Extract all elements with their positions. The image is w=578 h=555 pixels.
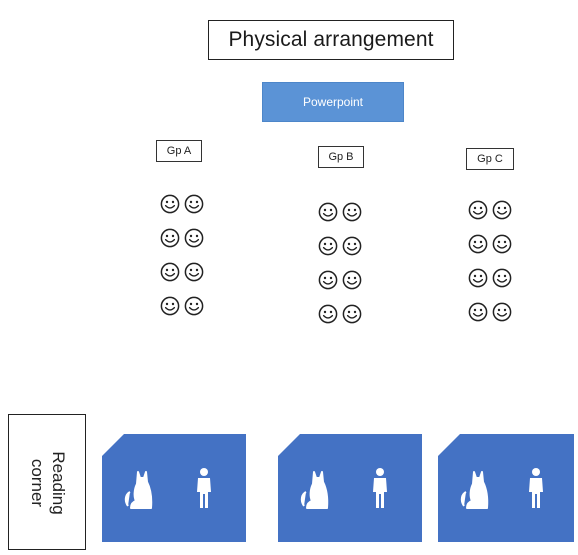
- person-icon: [197, 468, 211, 508]
- reading-corner-label-line1: Reading: [49, 451, 68, 515]
- cat-icon: [300, 471, 329, 509]
- smiley-face-icon: [160, 228, 180, 248]
- smiley-face-icon: [492, 268, 512, 288]
- smiley-face-icon: [342, 270, 362, 290]
- smiley-face-icon: [318, 202, 338, 222]
- table-b: [278, 434, 422, 542]
- smiley-face-icon: [342, 202, 362, 222]
- cat-icon: [460, 471, 489, 509]
- smiley-face-icon: [468, 268, 488, 288]
- table-a: [102, 434, 246, 542]
- powerpoint-screen: Powerpoint: [262, 82, 404, 122]
- diagram-title: Physical arrangement: [208, 20, 454, 60]
- smiley-face-icon: [318, 270, 338, 290]
- person-icon: [529, 468, 543, 508]
- smiley-face-icon: [160, 296, 180, 316]
- group-label-a: Gp A: [156, 140, 202, 162]
- table-shape: [438, 434, 574, 542]
- smiley-face-icon: [160, 194, 180, 214]
- smiley-face-icon: [184, 194, 204, 214]
- smiley-face-icon: [184, 262, 204, 282]
- reading-corner-label-line2: corner: [28, 458, 47, 508]
- group-label-c: Gp C: [466, 148, 514, 170]
- table-shape: [102, 434, 246, 542]
- person-icon: [373, 468, 387, 508]
- smiley-face-icon: [318, 236, 338, 256]
- smiley-face-icon: [492, 200, 512, 220]
- smiley-face-icon: [468, 302, 488, 322]
- smiley-face-icon: [160, 262, 180, 282]
- smiley-face-icon: [184, 228, 204, 248]
- smiley-face-icon: [342, 304, 362, 324]
- cat-icon: [124, 471, 153, 509]
- smiley-face-icon: [184, 296, 204, 316]
- smiley-face-icon: [468, 234, 488, 254]
- smiley-face-icon: [318, 304, 338, 324]
- table-c: [438, 434, 574, 542]
- smiley-face-icon: [468, 200, 488, 220]
- table-shape: [278, 434, 422, 542]
- powerpoint-label: Powerpoint: [302, 95, 364, 109]
- reading-corner-label: Reading corner: [27, 418, 69, 548]
- group-label-b: Gp B: [318, 146, 364, 168]
- smiley-face-icon: [342, 236, 362, 256]
- smiley-face-icon: [492, 234, 512, 254]
- reading-corner: Reading corner: [8, 414, 86, 550]
- smiley-face-icon: [492, 302, 512, 322]
